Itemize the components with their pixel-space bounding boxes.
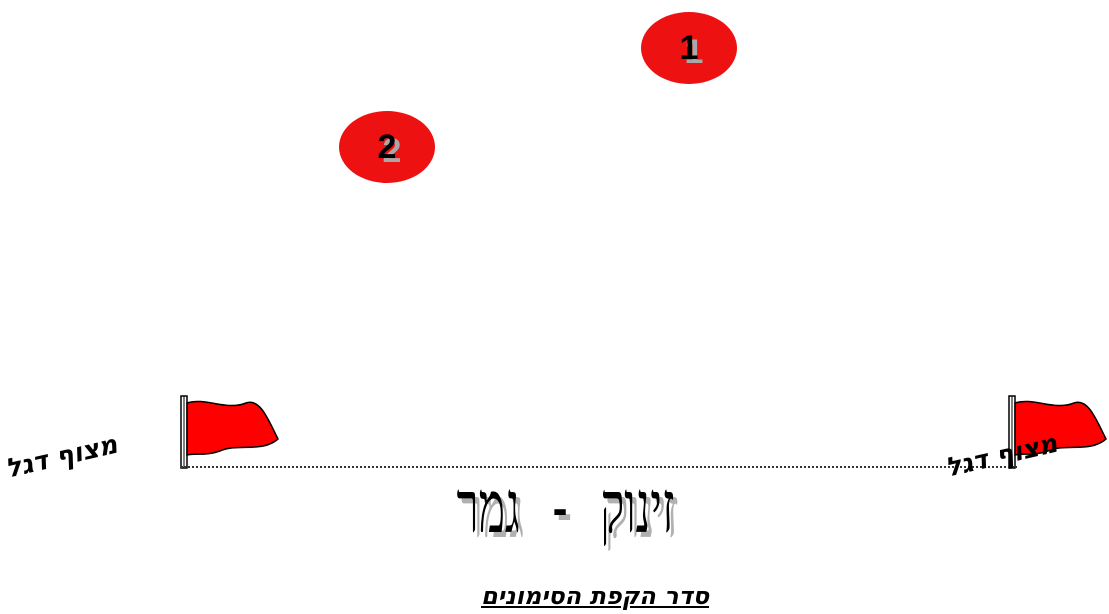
marker-1: 1 (641, 12, 737, 84)
start-finish-label: זינוק - גמר (456, 465, 675, 549)
marker-2: 2 (339, 111, 435, 183)
right-flag-label: מצוף דגל (942, 428, 1061, 484)
start-finish-line (181, 466, 1017, 468)
left-flag-label: מצוף דגל (2, 429, 121, 485)
diagram-caption: סדר הקפת הסימונים (480, 582, 710, 610)
right-flag-icon (1008, 395, 1107, 469)
marker-2-number: 2 (377, 127, 397, 166)
marker-1-number: 1 (679, 28, 699, 67)
left-flag-icon (180, 395, 279, 469)
